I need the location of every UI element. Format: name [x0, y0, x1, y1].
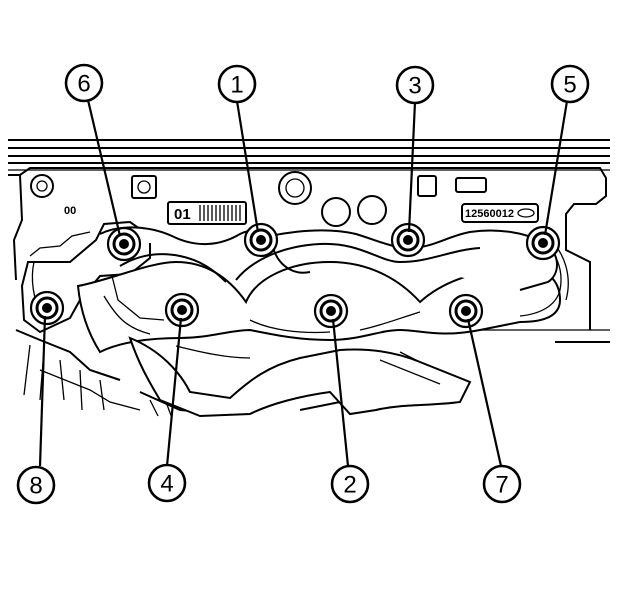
- callout-label: 4: [160, 471, 173, 498]
- bolt-3: [390, 222, 426, 258]
- callouts: 6 1 3 5 8 4 2 7: [16, 63, 590, 505]
- callout-8: 8: [16, 465, 56, 505]
- bolt-2: [313, 293, 349, 329]
- leader-2: [331, 318, 350, 467]
- callout-4: 4: [147, 463, 187, 503]
- leader-3: [407, 101, 417, 233]
- bolts: [29, 222, 561, 329]
- stamp-01: 01: [174, 206, 191, 223]
- leader-5: [543, 100, 569, 236]
- callout-3: 3: [395, 65, 435, 105]
- part-number: 12560012: [465, 208, 514, 220]
- callout-5: 5: [550, 64, 590, 104]
- callout-6: 6: [64, 63, 104, 103]
- callout-label: 7: [495, 472, 508, 499]
- bolt-6: [106, 226, 142, 262]
- bolt-5: [525, 225, 561, 261]
- exhaust-manifold: [20, 220, 569, 418]
- leader-4: [165, 317, 183, 467]
- bolt-8: [29, 290, 65, 326]
- bolt-4: [164, 292, 200, 328]
- leader-6: [86, 99, 122, 237]
- callout-label: 3: [408, 73, 421, 100]
- callout-label: 6: [77, 71, 90, 98]
- bolt-7: [448, 293, 484, 329]
- callout-label: 8: [29, 473, 42, 500]
- callout-2: 2: [330, 464, 370, 504]
- leader-1: [235, 100, 260, 233]
- callout-label: 5: [563, 72, 576, 99]
- callout-1: 1: [217, 64, 257, 104]
- callout-7: 7: [482, 464, 522, 504]
- leader-7: [466, 318, 503, 467]
- bolt-1: [243, 222, 279, 258]
- callout-label: 2: [343, 472, 356, 499]
- leader-lines: [38, 99, 569, 467]
- stamp-00: 00: [64, 205, 76, 217]
- callout-label: 1: [230, 72, 243, 99]
- stamp-barcode: [199, 205, 241, 221]
- leader-8: [38, 315, 47, 467]
